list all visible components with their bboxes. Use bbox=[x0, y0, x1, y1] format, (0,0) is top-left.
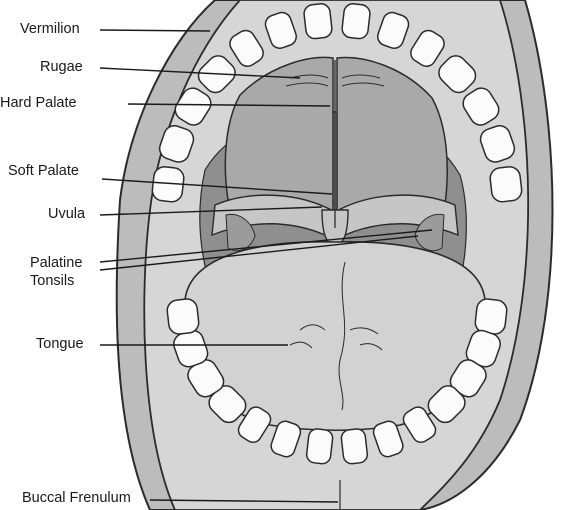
upper-tooth bbox=[489, 166, 523, 203]
label-uvula: Uvula bbox=[48, 206, 88, 223]
upper-tooth bbox=[158, 125, 195, 163]
lower-tooth bbox=[270, 420, 302, 458]
label-buccal-frenulum: Buccal Frenulum bbox=[22, 490, 133, 507]
upper-tooth bbox=[303, 3, 333, 40]
palatine-tonsils bbox=[225, 213, 445, 252]
lower-tooth bbox=[402, 406, 437, 444]
label-rugae: Rugae bbox=[40, 59, 85, 76]
upper-tooth bbox=[341, 3, 371, 40]
lower-tooth bbox=[237, 406, 272, 444]
label-soft-palate: Soft Palate bbox=[8, 163, 81, 180]
lower-tooth bbox=[372, 420, 404, 458]
upper-tooth bbox=[377, 11, 410, 49]
upper-tooth bbox=[479, 125, 516, 163]
upper-tooth bbox=[229, 29, 264, 67]
lower-teeth bbox=[166, 298, 508, 465]
lower-tooth bbox=[340, 428, 369, 465]
tongue-grooves bbox=[289, 324, 383, 351]
label-palatine: Palatine bbox=[30, 255, 85, 272]
rugae-ridges bbox=[285, 74, 385, 87]
tongue-midline bbox=[338, 261, 346, 411]
lower-tooth bbox=[166, 298, 200, 335]
upper-tooth bbox=[410, 29, 445, 67]
upper-tooth bbox=[438, 55, 477, 94]
lower-tooth bbox=[427, 385, 466, 424]
upper-tooth bbox=[462, 87, 500, 126]
label-vermilion: Vermilion bbox=[20, 21, 82, 38]
label-hard-palate: Hard Palate bbox=[0, 95, 79, 112]
lower-tooth bbox=[474, 298, 508, 335]
upper-tooth bbox=[264, 11, 297, 49]
upper-tooth bbox=[174, 87, 212, 126]
label-tonsils: Tonsils bbox=[30, 273, 77, 290]
label-tongue: Tongue bbox=[36, 336, 86, 353]
lower-tooth bbox=[305, 428, 334, 465]
leader-lines bbox=[99, 29, 433, 503]
